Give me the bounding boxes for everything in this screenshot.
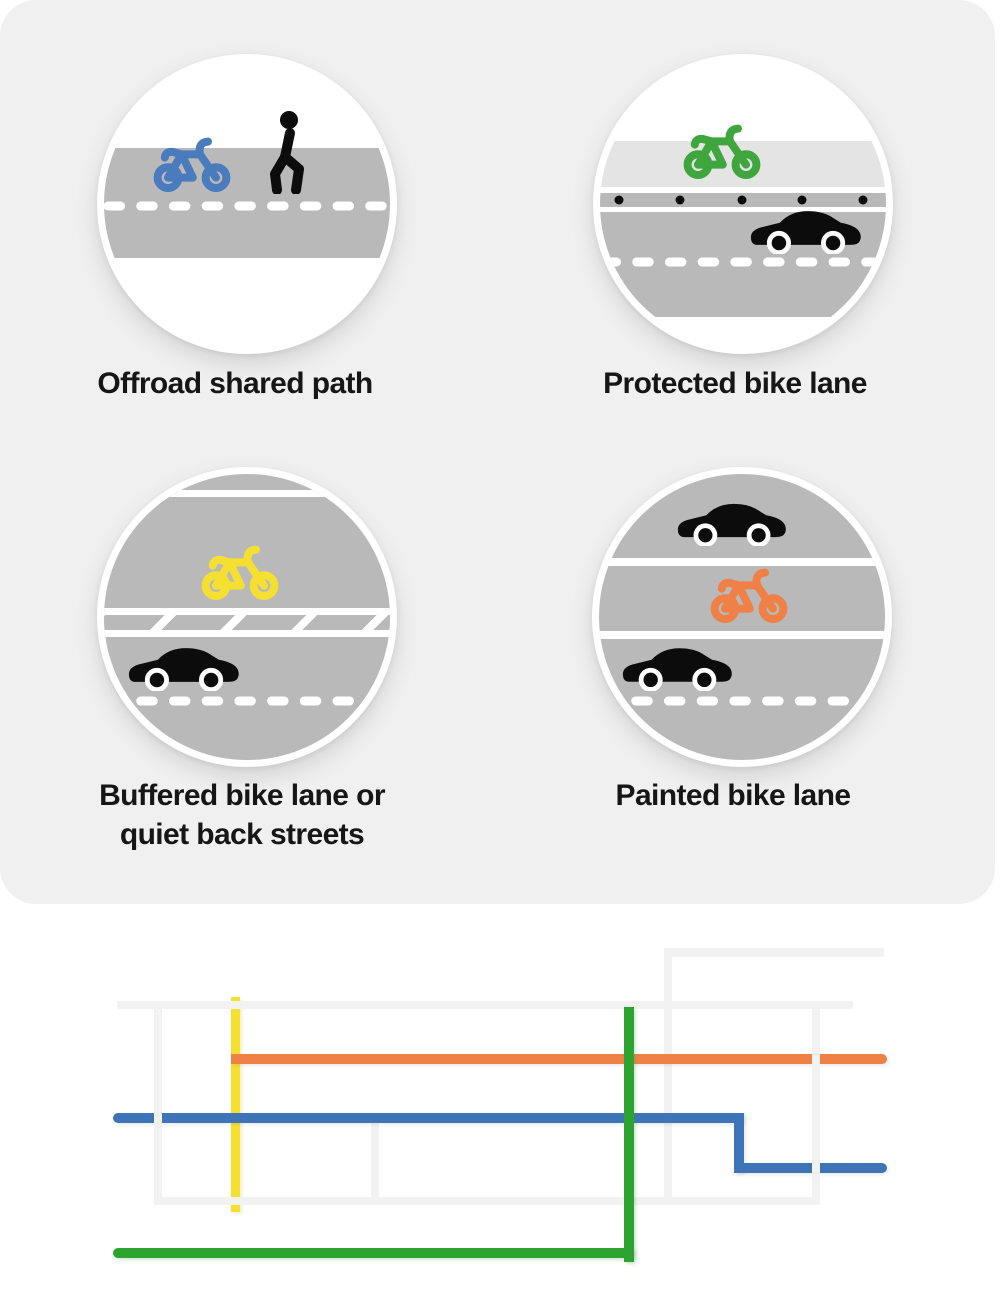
route-line-green — [624, 1007, 634, 1262]
bicycle-icon — [200, 544, 280, 600]
center-dashed-line — [104, 696, 390, 706]
street-line — [117, 1001, 853, 1009]
route-line-blue — [734, 1163, 887, 1173]
street-line — [154, 1197, 820, 1205]
offroad-shared-path-label: Offroad shared path — [97, 367, 373, 400]
street-line — [371, 1116, 379, 1205]
legend-card: Offroad shared path Protected bike lane — [0, 0, 995, 904]
route-line-green — [113, 1248, 634, 1258]
street-line — [812, 1001, 820, 1205]
lane-line — [599, 631, 885, 639]
painted-bike-lane-label: Painted bike lane — [615, 779, 851, 812]
route-map — [0, 904, 1000, 1291]
buffered-bike-lane-label: Buffered bike lane or quiet back streets — [99, 779, 385, 851]
bicycle-icon — [152, 136, 232, 192]
protected-bike-lane-illustration — [593, 54, 893, 354]
center-dashed-line — [600, 257, 886, 267]
car-icon — [748, 203, 864, 254]
car-icon — [126, 640, 242, 691]
buffer-bottom-line — [104, 630, 390, 637]
lane-line — [104, 490, 390, 497]
route-line-blue — [734, 1113, 744, 1173]
street-line — [154, 1001, 162, 1205]
protected-bike-lane-label: Protected bike lane — [603, 367, 867, 400]
buffered-bike-lane-illustration — [97, 467, 397, 767]
bollard-dots — [614, 195, 868, 205]
route-line-yellow — [231, 997, 240, 1212]
painted-bike-lane-illustration — [592, 467, 892, 767]
car-icon — [620, 640, 735, 691]
car-icon — [675, 496, 789, 546]
street-line — [664, 948, 672, 1205]
lane-line — [599, 558, 885, 566]
route-line-orange — [231, 1054, 887, 1064]
street-line — [664, 948, 884, 957]
pedestrian-icon — [263, 110, 309, 194]
bicycle-icon — [682, 123, 762, 179]
bicycle-icon — [709, 567, 789, 623]
buffer-hatching — [104, 615, 390, 630]
route-line-blue — [113, 1113, 744, 1123]
center-dashed-line — [104, 201, 390, 211]
center-dashed-line — [599, 696, 885, 706]
offroad-shared-path-illustration — [97, 54, 397, 354]
buffer-top-line — [104, 608, 390, 615]
